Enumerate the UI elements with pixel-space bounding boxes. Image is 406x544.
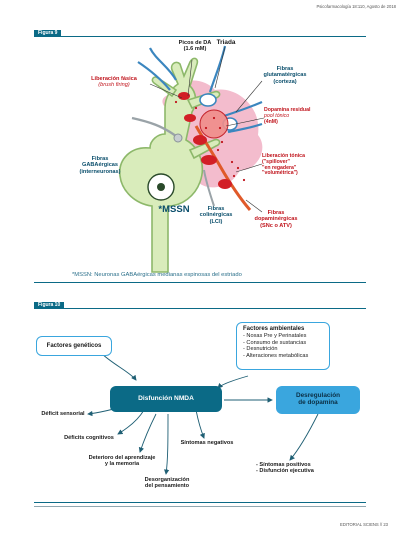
label-deficits-cognitivos: Déficits cognitivos bbox=[64, 435, 114, 441]
label-picos-da: Picos de DA(1.6 mM) bbox=[178, 40, 212, 53]
label-sintomas-negativos: Síntomas negativos bbox=[180, 440, 234, 446]
label-liberacion-tonica: Liberación tónica("spillover""en regader… bbox=[262, 153, 305, 177]
figure-9-bottom-rule bbox=[34, 282, 366, 283]
figure-10-label: Figura 10 bbox=[34, 302, 65, 309]
box-factores-ambientales: Factores ambientales - Noxas Pre y Perin… bbox=[236, 322, 330, 370]
page-footer: EDITORIAL SCIENS // 23 bbox=[340, 522, 388, 527]
gaba-fiber bbox=[131, 116, 177, 137]
box-disfuncion-nmda: Disfunción NMDA bbox=[110, 386, 222, 412]
mssn-nucleolus bbox=[157, 183, 165, 191]
ambientales-item: - Consumo de sustancias bbox=[243, 339, 307, 346]
ambientales-item: - Desnutrición bbox=[243, 346, 278, 353]
cholinergic-fiber bbox=[203, 169, 215, 207]
ambientales-item: - Alteraciones metabólicas bbox=[243, 352, 309, 359]
dopamine-release-dots bbox=[174, 100, 246, 182]
figure-10-bottom-rule bbox=[34, 502, 366, 503]
label-deficit-sensorial: Déficit sensorial bbox=[41, 411, 85, 417]
label-sintomas-positivos: - Síntomas positivos- Disfunción ejecuti… bbox=[256, 462, 314, 475]
figure-9-caption: *MSSN: Neuronas GABAérgicas medianas esp… bbox=[72, 272, 242, 278]
ambientales-item: - Noxas Pre y Perinatales bbox=[243, 333, 307, 339]
label-mssn: *MSSN bbox=[158, 204, 190, 215]
dopaminergic-fiber bbox=[178, 92, 252, 211]
label-liberacion-fasica: Liberación fásica(brush firing) bbox=[91, 76, 137, 89]
figure-10-rule bbox=[34, 308, 366, 309]
box-factores-geneticos: Factores genéticos bbox=[36, 336, 112, 356]
figure-9-rule bbox=[34, 36, 366, 37]
figure-10-bottom-rule-2 bbox=[34, 506, 366, 507]
figure-9-label: Figura 9 bbox=[34, 30, 62, 37]
leader-lines bbox=[149, 46, 265, 213]
label-triada: Triada bbox=[216, 39, 236, 46]
journal-header: Psicofarmacología 18:110, Agosto de 2018 bbox=[316, 4, 396, 9]
